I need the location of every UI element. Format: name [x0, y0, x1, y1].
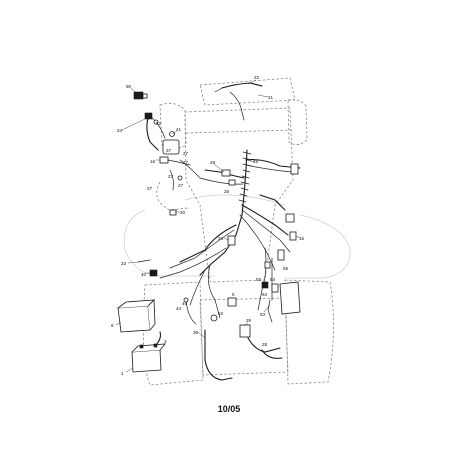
label-54: 54 [270, 277, 276, 282]
label-39: 39 [193, 330, 199, 335]
label-27-c: 27 [168, 174, 174, 179]
cable-63 [267, 299, 273, 323]
fender-outline-right [285, 214, 351, 279]
part-90 [133, 91, 144, 100]
headlight-harness [221, 82, 263, 89]
label-55: 55 [283, 266, 289, 271]
ignition-wire-2 [151, 117, 166, 139]
plug-40 [149, 269, 158, 277]
rear-frame-outline [199, 297, 289, 376]
label-27-e: 27 [178, 183, 184, 188]
label-21: 21 [268, 95, 274, 100]
label-26-b: 26 [224, 189, 230, 194]
wire-23 [137, 259, 151, 263]
connector-right-mid [277, 249, 285, 261]
harness-branches [159, 159, 301, 319]
connector-54 [271, 283, 279, 293]
fuel-module [279, 281, 301, 315]
terminal-46 [183, 297, 189, 303]
label-16: 16 [150, 159, 156, 164]
solenoid-29 [239, 324, 251, 338]
label-27-b: 27 [183, 160, 189, 165]
label-15: 15 [299, 236, 305, 241]
ignition-switch [162, 139, 180, 155]
label-52: 52 [218, 311, 224, 316]
relay-16 [159, 156, 169, 164]
label-41: 41 [176, 127, 182, 132]
label-24: 24 [117, 128, 123, 133]
switch-wires-27 [167, 159, 191, 166]
harness-trunk [199, 149, 248, 276]
deck-outline [156, 181, 189, 211]
battery-terminal-pos [153, 343, 158, 348]
part-90-plug [142, 93, 148, 99]
label-28: 28 [262, 342, 268, 347]
rear-right-wheel [284, 279, 334, 385]
headlight-harness-2 [229, 91, 245, 121]
label-1: 1 [121, 371, 124, 376]
headlight-harness-3 [214, 87, 223, 93]
connector-34 [227, 235, 236, 246]
front-right-wheel [287, 99, 308, 145]
connector-55 [264, 261, 271, 269]
battery [131, 349, 162, 373]
switch-wires-27b [169, 169, 174, 191]
label-34: 34 [218, 236, 224, 241]
label-27-d: 27 [147, 186, 153, 191]
label-23: 23 [121, 261, 127, 266]
seat-outline [184, 194, 286, 206]
label-44: 44 [176, 306, 182, 311]
battery-cable-3 [155, 331, 162, 346]
terminal-52 [210, 314, 218, 322]
label-37: 37 [166, 148, 172, 153]
cable-28 [247, 337, 281, 353]
connector-53 [261, 281, 269, 289]
front-axle-outline [199, 77, 296, 106]
label-29: 29 [246, 318, 252, 323]
label-42: 42 [156, 121, 162, 126]
label-27-a: 27 [183, 151, 189, 156]
ignition-wire [146, 117, 159, 151]
label-20: 20 [180, 210, 186, 215]
connector-27 [177, 175, 183, 181]
label-22: 22 [254, 75, 260, 80]
connector-26 [221, 169, 231, 177]
label-26: 26 [210, 160, 216, 165]
cable-44 [185, 299, 197, 325]
switch-48-right [290, 163, 299, 175]
leader-lines [115, 79, 301, 373]
label-90: 90 [126, 84, 132, 89]
battery-terminal-neg [139, 344, 144, 349]
connector-26b [228, 179, 236, 186]
label-3: 3 [164, 339, 167, 344]
label-63: 63 [260, 312, 266, 317]
label-6: 6 [111, 323, 114, 328]
harness-coils [238, 151, 252, 203]
label-40: 40 [141, 272, 147, 277]
cable-28b [261, 349, 283, 359]
label-53: 53 [256, 277, 262, 282]
label-48: 48 [253, 159, 259, 164]
connector-right-upper [285, 213, 295, 223]
switch-plug [144, 112, 153, 120]
fender-outline [123, 209, 215, 277]
page-code: 10/05 [217, 404, 241, 414]
part-5 [227, 297, 237, 307]
frame-crossbar [185, 129, 293, 134]
label-46: 46 [182, 301, 188, 306]
connector-15 [289, 231, 297, 241]
frame-outline [184, 107, 294, 283]
label-5: 5 [232, 292, 235, 297]
battery-tray-side [147, 299, 156, 331]
label-64: 64 [262, 292, 268, 297]
connector-20 [169, 209, 177, 216]
cable-39 [204, 329, 233, 381]
battery-tray [117, 305, 151, 333]
